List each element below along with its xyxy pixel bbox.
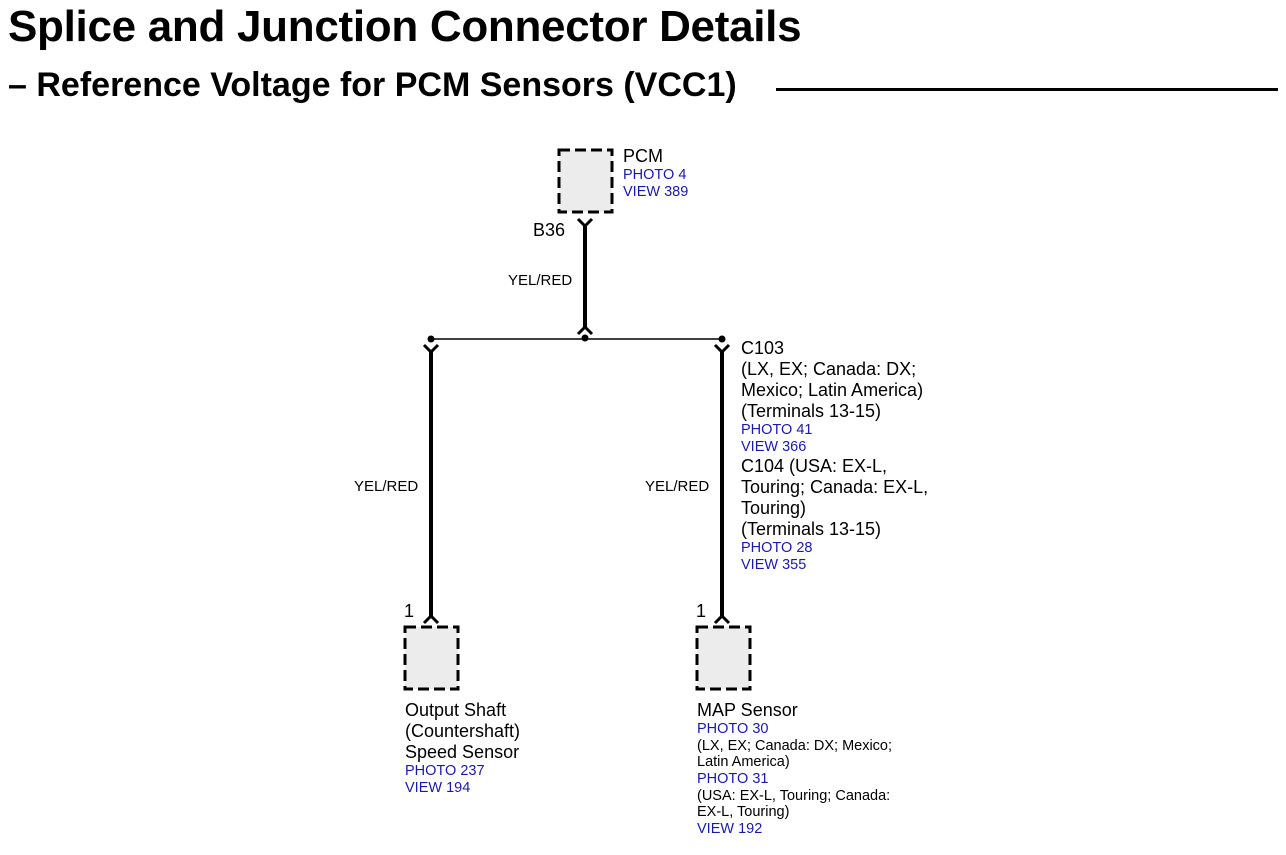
map-sensor-pin-label: 1 (696, 601, 707, 621)
map-sensor-photo1-link[interactable]: PHOTO 30 (697, 721, 769, 737)
subtitle-text: Reference Voltage for PCM Sensors (VCC1) (36, 66, 737, 104)
output-shaft-name-line1: Output Shaft (405, 700, 507, 720)
c104-line1: C104 (USA: EX-L, (741, 456, 888, 476)
c103-photo-link[interactable]: PHOTO 41 (741, 422, 813, 438)
c104-terminals: (Terminals 13-15) (741, 519, 882, 539)
c103-variant-line2: Mexico; Latin America) (741, 380, 924, 400)
page-title: Splice and Junction Connector Details (8, 2, 802, 51)
pcm-view-link[interactable]: VIEW 389 (623, 184, 689, 200)
output-shaft-name-line3: Speed Sensor (405, 742, 520, 762)
pcm-name: PCM (623, 146, 663, 166)
splice-terminal-icon (576, 324, 594, 336)
c103-view-link[interactable]: VIEW 366 (741, 439, 807, 455)
map-sensor-note2-line2: EX-L, Touring) (697, 804, 790, 820)
left-junction-point (427, 335, 435, 343)
wire-left-color: YEL/RED (354, 478, 419, 495)
c103-name: C103 (741, 338, 785, 358)
map-sensor-box[interactable] (695, 625, 752, 691)
wire-top-color: YEL/RED (508, 272, 573, 289)
c104-view-link[interactable]: VIEW 355 (741, 557, 807, 573)
pcm-pin-label: B36 (533, 220, 566, 240)
map-sensor-photo2-link[interactable]: PHOTO 31 (697, 771, 769, 787)
pcm-photo-link[interactable]: PHOTO 4 (623, 167, 687, 183)
map-sensor-view-link[interactable]: VIEW 192 (697, 821, 763, 837)
right-branch-terminal-icon (713, 343, 731, 355)
wire-right-color: YEL/RED (645, 478, 710, 495)
splice-point (581, 334, 589, 342)
map-sensor-note2-line1: (USA: EX-L, Touring; Canada: (697, 788, 891, 804)
right-junction-point (718, 335, 726, 343)
output-shaft-view-link[interactable]: VIEW 194 (405, 780, 471, 796)
output-shaft-name-line2: (Countershaft) (405, 721, 521, 741)
output-shaft-terminal-icon (422, 613, 440, 625)
pcm-terminal-icon (576, 217, 594, 229)
c104-line2: Touring; Canada: EX-L, (741, 477, 929, 497)
map-sensor-name: MAP Sensor (697, 700, 798, 720)
page-subtitle: – Reference Voltage for PCM Sensors (VCC… (8, 66, 737, 105)
map-sensor-note1-line2: Latin America) (697, 754, 790, 770)
c104-line3: Touring) (741, 498, 807, 518)
c103-terminals: (Terminals 13-15) (741, 401, 882, 421)
left-branch-terminal-icon (422, 343, 440, 355)
c103-variant-line1: (LX, EX; Canada: DX; (741, 359, 917, 379)
output-shaft-pin-label: 1 (404, 601, 415, 621)
c104-photo-link[interactable]: PHOTO 28 (741, 540, 813, 556)
pcm-component-box[interactable] (557, 148, 614, 214)
output-shaft-photo-link[interactable]: PHOTO 237 (405, 763, 485, 779)
map-sensor-note1-line1: (LX, EX; Canada: DX; Mexico; (697, 738, 893, 754)
subtitle-rule (776, 88, 1278, 91)
subtitle-dash: – (8, 66, 27, 104)
map-sensor-terminal-icon (713, 613, 731, 625)
output-shaft-sensor-box[interactable] (403, 625, 460, 691)
